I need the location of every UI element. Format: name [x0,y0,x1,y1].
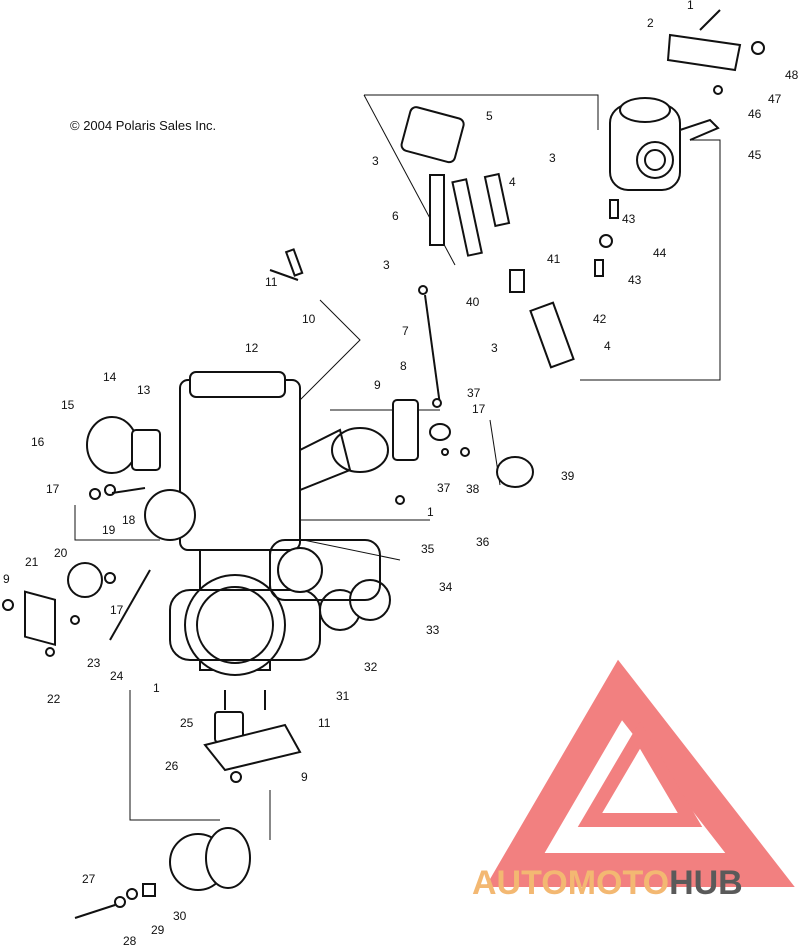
callout-number: 45 [748,148,762,162]
callout-number: 44 [653,246,667,260]
callout-number: 10 [302,312,316,326]
callout-number: 40 [466,295,480,309]
callout-number: 46 [748,107,762,121]
callout-number: 12 [245,341,259,355]
callout-number: 11 [318,716,331,730]
callout-number: 35 [421,542,435,556]
callout-number: 37 [467,386,481,400]
fuel-pump-and-hoses [400,106,619,369]
callout-number: 33 [426,623,440,637]
callout-number: 19 [102,523,116,537]
callout-number: 16 [31,435,45,449]
callout-number: 30 [173,909,187,923]
callout-number: 13 [137,383,151,397]
callout-number: 21 [25,555,39,569]
callout-number: 1 [153,681,160,695]
callout-number: 3 [491,341,498,355]
callout-number: 39 [561,469,575,483]
callout-number: 6 [392,209,399,223]
callout-number: 3 [549,151,556,165]
callout-number: 25 [180,716,194,730]
leader-lines [74,94,721,840]
callout-number: 41 [547,252,561,266]
callout-number: 34 [439,580,453,594]
callout-number: 32 [364,660,378,674]
callout-number: 3 [372,154,379,168]
carburetor-assembly [609,9,765,191]
bottom-parts [74,690,302,919]
callout-number: 1 [687,0,694,12]
callout-number: 27 [82,872,96,886]
callout-number: 1 [427,505,434,519]
callout-number: 17 [472,402,486,416]
callout-number: 43 [628,273,642,287]
callout-number: 23 [87,656,101,670]
callout-number: 42 [593,312,607,326]
callout-number: 17 [46,482,60,496]
watermark-text: AUTOMOTOHUB [472,864,743,903]
callout-number: 28 [123,934,137,948]
watermark-part1: AUTOMOTO [472,864,670,902]
callout-number: 2 [647,16,654,30]
engine-block [169,248,391,676]
callout-number: 7 [402,324,409,338]
callout-number: 14 [103,370,117,384]
callout-number: 37 [437,481,451,495]
copyright-notice: © 2004 Polaris Sales Inc. [70,118,217,133]
callout-number: 20 [54,546,68,560]
callout-number: 22 [47,692,61,706]
callout-number: 18 [122,513,136,527]
callout-number: 29 [151,923,165,937]
callout-number: 24 [110,669,124,683]
callout-number: 4 [509,175,516,189]
callout-number: 9 [374,378,381,392]
right-side-parts [392,285,534,505]
left-side-parts [2,416,196,657]
callout-number: 43 [622,212,636,226]
callout-number: 9 [301,770,308,784]
callout-number: 31 [336,689,350,703]
callout-number: 5 [486,109,493,123]
callout-number: 3 [383,258,390,272]
callout-number: 47 [768,92,782,106]
callout-number: 8 [400,359,407,373]
callout-number: 11 [265,275,278,289]
callout-number: 38 [466,482,480,496]
callout-number: 26 [165,759,179,773]
callout-number: 4 [604,339,611,353]
callout-number: 36 [476,535,490,549]
callout-number: 17 [110,603,124,617]
watermark-part2: HUB [669,864,743,902]
callout-number: 15 [61,398,75,412]
callout-number: 48 [785,68,799,82]
automotohub-logo-icon [485,659,795,887]
callout-number: 9 [3,572,10,586]
